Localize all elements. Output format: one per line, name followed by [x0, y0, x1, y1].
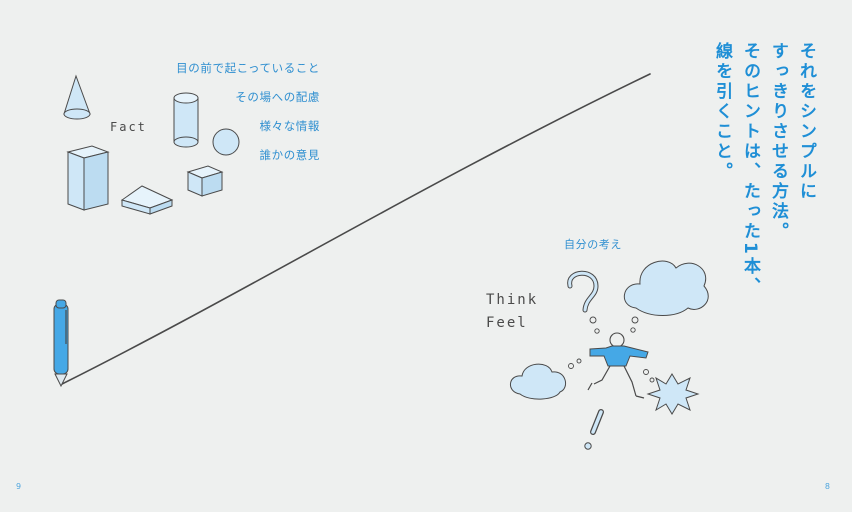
fact-item: 目の前で起こっていること — [176, 61, 320, 75]
pen-icon — [53, 299, 69, 388]
cylinder-shape — [173, 92, 199, 148]
wedge-shape — [120, 185, 174, 215]
vertical-heading: それをシンプルに すっきりさせる方法。 そのヒントは、たった1本、 線を引くこと… — [708, 42, 820, 297]
tall-box-shape — [66, 145, 110, 211]
heading-line: すっきりさせる方法。 — [768, 42, 788, 242]
heading-line: 線を引くこと。 — [712, 42, 732, 182]
fact-item: 誰かの意見 — [259, 148, 320, 162]
person-figure — [587, 332, 649, 399]
fact-label: Fact — [110, 120, 147, 134]
think-label: Think — [486, 292, 539, 308]
fact-list: 目の前で起こっていること その場への配慮 様々な情報 誰かの意見 — [176, 54, 320, 170]
cube-shape — [186, 165, 224, 197]
fact-item: 様々な情報 — [259, 119, 320, 133]
exclamation-icon — [584, 409, 604, 450]
page-number-right: 8 — [824, 482, 830, 491]
cloud-icon — [624, 260, 709, 333]
diagonal-line — [61, 73, 651, 385]
question-mark-icon — [567, 270, 600, 334]
heading-line: それをシンプルに — [796, 42, 816, 202]
sphere-shape — [212, 128, 240, 156]
feel-label: Feel — [486, 315, 528, 331]
starburst-icon — [643, 369, 700, 415]
opinion-label: 自分の考え — [564, 238, 622, 251]
small-cloud-icon — [510, 358, 582, 400]
cone-shape — [63, 74, 91, 120]
heading-line: そのヒントは、たった1本、 — [740, 42, 760, 297]
fact-item: その場への配慮 — [235, 90, 320, 104]
page-number-left: 9 — [16, 482, 22, 491]
